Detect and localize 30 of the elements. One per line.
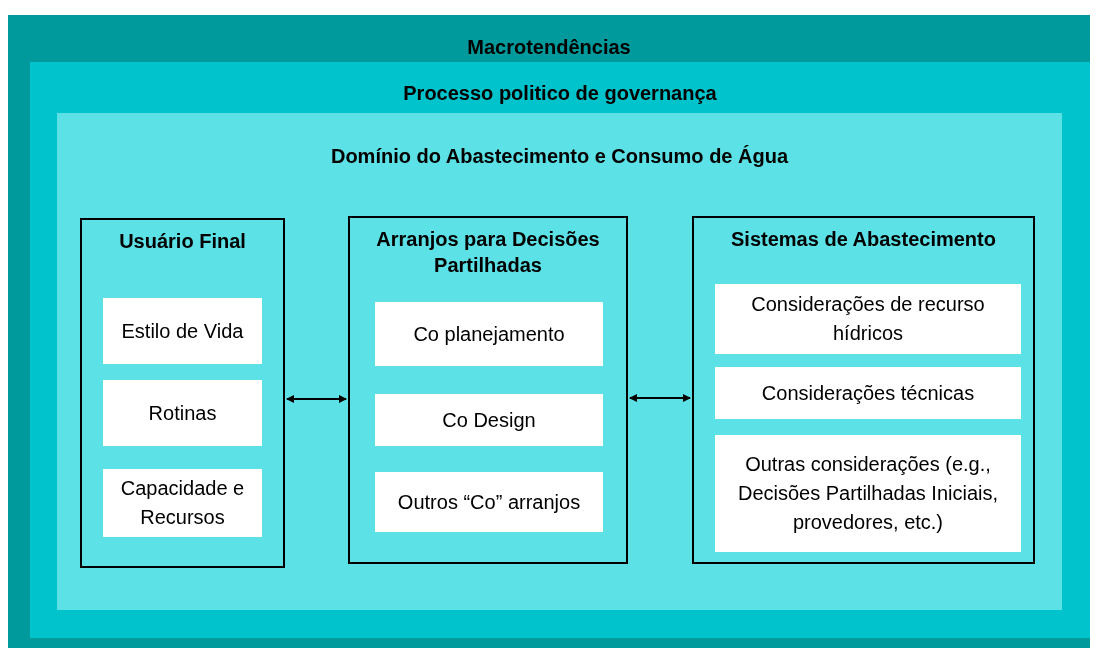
item-label: Considerações técnicas — [761, 380, 975, 406]
item-label: Estilo de Vida — [121, 318, 244, 344]
group-box — [348, 216, 628, 564]
item-label: Rotinas — [148, 400, 217, 426]
item-label: Outras considerações (e.g., Decisões Partilhadas Iniciais, provedores, etc.) — [736, 452, 1000, 535]
heading: Sistemas de Abastecimento — [730, 227, 997, 252]
group-box — [80, 218, 285, 568]
item-label: Outros “Co” arranjos — [397, 489, 581, 515]
heading: Usuário Final — [118, 229, 247, 254]
heading: Arranjos para Decisões Partilhadas — [375, 227, 601, 278]
item-label: Considerações de recurso hídricos — [750, 292, 986, 346]
item-box — [375, 472, 603, 532]
item-box — [715, 367, 1021, 419]
heading: Processo politico de governança — [402, 81, 718, 106]
item-box — [715, 435, 1021, 552]
item-box — [103, 469, 262, 537]
double-arrow — [286, 395, 347, 403]
item-box — [103, 298, 262, 364]
item-label: Co planejamento — [413, 321, 565, 347]
group-box — [692, 216, 1035, 564]
item-box — [375, 394, 603, 446]
heading: Macrotendências — [466, 35, 632, 60]
item-box — [103, 380, 262, 446]
heading: Domínio do Abastecimento e Consumo de Água — [329, 144, 790, 169]
double-arrow — [629, 394, 691, 402]
item-label: Capacidade e Recursos — [119, 476, 246, 530]
item-label: Co Design — [442, 407, 536, 433]
item-box — [715, 284, 1021, 354]
domain-panel — [57, 113, 1062, 610]
item-box — [375, 302, 603, 366]
